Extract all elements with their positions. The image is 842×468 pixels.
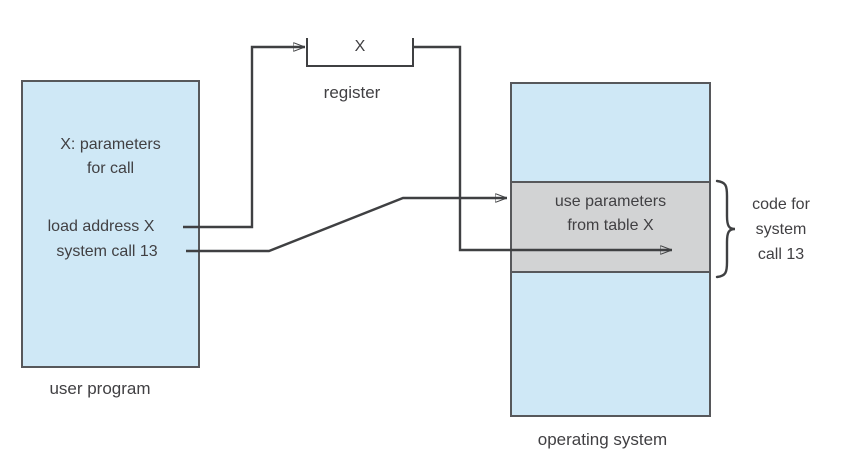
system-call-instruction: system call 13 xyxy=(56,243,158,260)
handler-text-line1: use parameters xyxy=(554,193,667,210)
code-for-syscall-note: code for system call 13 xyxy=(737,192,825,267)
user-program-caption: user program xyxy=(49,379,151,398)
load-address-instruction: load address X xyxy=(47,218,155,235)
operating-system-caption: operating system xyxy=(537,430,668,449)
code-for-syscall-note-line2: system xyxy=(755,221,807,238)
parameters-note-line2: for call xyxy=(86,160,135,177)
register-caption: register xyxy=(323,83,381,102)
arrow-syscall-to-handler xyxy=(186,198,507,253)
arrow-load-to-register xyxy=(183,47,305,229)
register-value: X xyxy=(354,38,366,55)
parameters-note-line1: X: parameters xyxy=(60,136,161,153)
parameters-note: X: parameters for call xyxy=(21,133,200,181)
brace xyxy=(715,179,736,279)
handler-text-line2: from table X xyxy=(567,217,654,234)
code-for-syscall-note-line1: code for xyxy=(752,196,810,213)
handler-text: use parameters from table X xyxy=(510,190,711,238)
user-program-box xyxy=(21,80,200,368)
code-for-syscall-note-line3: call 13 xyxy=(757,246,805,263)
